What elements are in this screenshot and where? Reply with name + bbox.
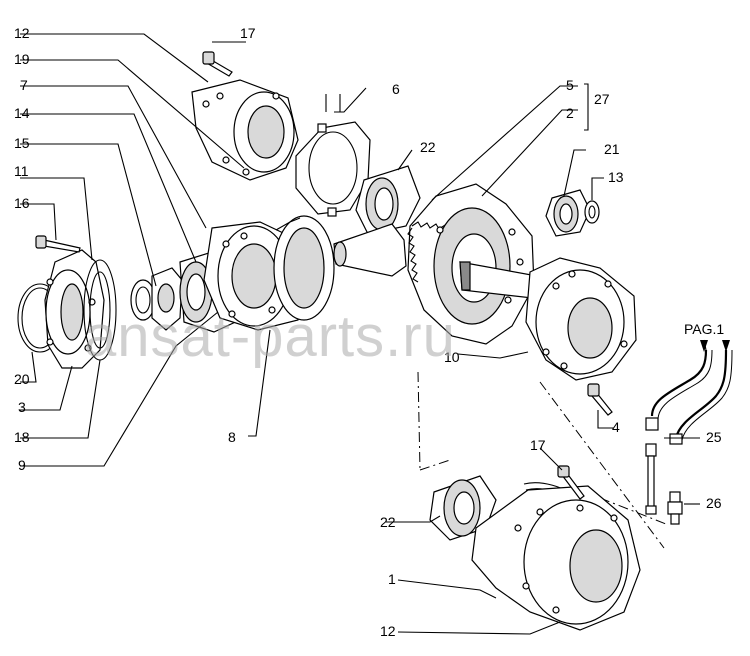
callout-16: 16 (14, 195, 30, 211)
part-bearing-22-bottom (429, 475, 497, 541)
callout-20: 20 (14, 371, 30, 387)
part-thrust-plate (151, 267, 183, 331)
callout-7: 7 (20, 77, 28, 93)
part-snap-ring (295, 121, 371, 217)
callout-9: 9 (18, 457, 26, 473)
assembly-lines (417, 371, 667, 549)
part-bolt-17-top (202, 51, 233, 77)
callout-5: 5 (566, 77, 574, 93)
part-bearing-22-top (355, 165, 421, 235)
part-fitting-25 (645, 443, 657, 515)
part-fitting-26 (667, 491, 683, 525)
part-hub-carrier-top (191, 79, 299, 181)
part-hub-carrier-bottom (471, 485, 641, 631)
callout-10: 10 (444, 349, 460, 365)
callout-14: 14 (14, 105, 30, 121)
part-bolt-4 (587, 383, 613, 416)
callout-18: 18 (14, 429, 30, 445)
callout-22-top: 22 (420, 139, 436, 155)
part-axle-shaft (459, 257, 637, 381)
callout-12-top: 12 (14, 25, 30, 41)
label-pag1: PAG.1 (684, 321, 724, 337)
callout-11: 11 (14, 163, 29, 179)
callout-19: 19 (14, 51, 30, 67)
watermark-text: ansat-parts.ru (84, 304, 456, 369)
callout-25: 25 (706, 429, 722, 445)
part-bearing-21 (545, 189, 591, 237)
callout-15: 15 (14, 135, 30, 151)
part-bolt-16 (35, 235, 81, 253)
callout-26: 26 (706, 495, 722, 511)
callout-27: 27 (594, 91, 610, 107)
callout-2: 2 (566, 105, 574, 121)
callout-17-top: 17 (240, 25, 256, 41)
leader-lines (20, 33, 730, 635)
part-washer-13 (584, 200, 600, 224)
callout-6: 6 (392, 81, 400, 97)
part-pipes (645, 349, 733, 445)
callout-labels: 12 17 19 6 7 5 27 14 2 15 22 21 11 13 16… (14, 25, 724, 639)
callout-3: 3 (18, 399, 26, 415)
callout-4: 4 (612, 419, 620, 435)
callout-1: 1 (388, 571, 396, 587)
callout-22-bottom: 22 (380, 514, 396, 530)
callout-8: 8 (228, 429, 236, 445)
part-washer (130, 279, 156, 321)
callout-13: 13 (608, 169, 624, 185)
part-ring-gear (273, 215, 335, 321)
callout-21: 21 (604, 141, 620, 157)
callout-12-bottom: 12 (380, 623, 396, 639)
part-pinion-shaft (333, 223, 407, 277)
callout-17-bottom: 17 (530, 437, 546, 453)
